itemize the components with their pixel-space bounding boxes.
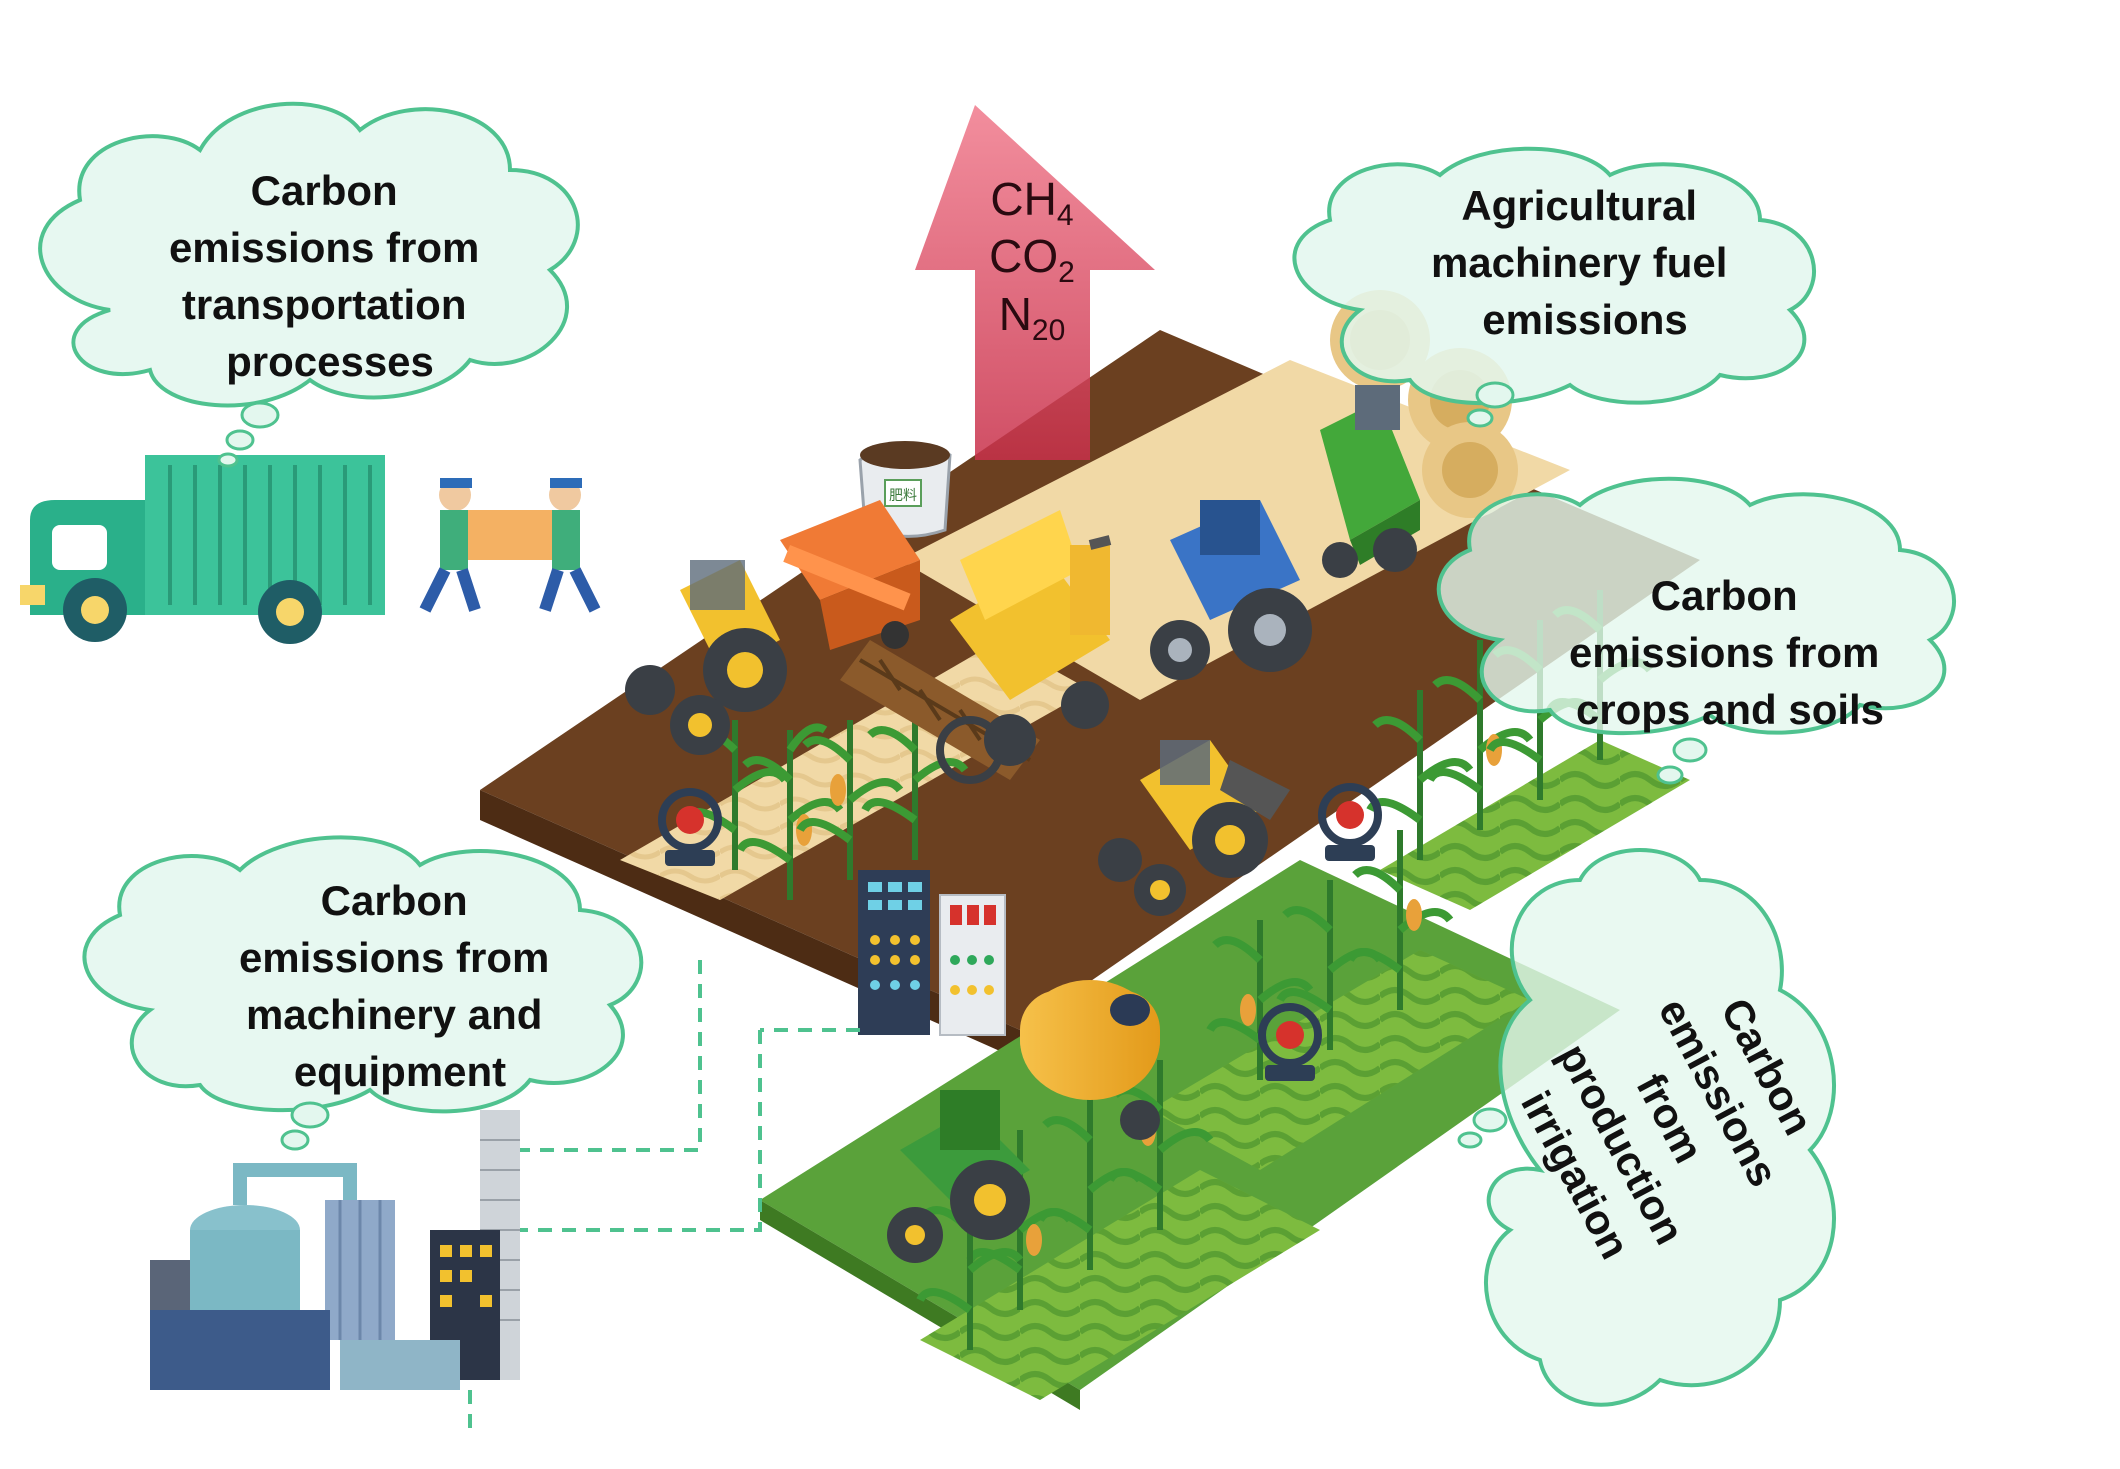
corn-plant xyxy=(796,720,904,880)
yellow-tractor xyxy=(625,560,787,755)
yellow-tractor-plow xyxy=(1098,740,1290,916)
green-tractor xyxy=(887,1090,1030,1263)
cloud-crops-soils: Carbon emissions from crops and soils xyxy=(1436,476,1956,785)
workers-carrying-box xyxy=(419,478,601,613)
gas-co2: CO2 xyxy=(989,230,1075,289)
water-tanker xyxy=(1020,980,1160,1140)
corn-plant xyxy=(1366,690,1474,860)
emissions-up-arrow: CH4 CO2 N20 xyxy=(915,105,1155,460)
combine-harvester xyxy=(840,510,1112,784)
corn-plant xyxy=(861,720,969,860)
corn-plant xyxy=(1346,830,1454,1010)
seeder-machine xyxy=(780,500,920,650)
sensor-beacon xyxy=(658,788,722,866)
green-baler xyxy=(1320,385,1420,578)
blue-tractor xyxy=(1150,500,1312,680)
cloud-transportation: Carbon emissions from transportation pro… xyxy=(38,101,580,468)
cloud-machinery-equipment-text: Carbon emissions from machinery and equi… xyxy=(239,877,561,1095)
cloud-machinery-equipment: Carbon emissions from machinery and equi… xyxy=(82,835,644,1151)
cloud-machinery-fuel-text: Agricultural machinery fuel emissions xyxy=(1431,182,1739,343)
sensor-beacon xyxy=(1318,783,1382,861)
corn-plant xyxy=(1206,920,1314,1080)
fertilizer-label: 肥料 xyxy=(889,488,917,504)
cloud-machinery-fuel: Agricultural machinery fuel emissions xyxy=(1292,146,1816,428)
control-cabinets xyxy=(858,870,1006,1036)
cloud-crops-soils-text: Carbon emissions from crops and soils xyxy=(1569,572,1891,733)
connector-lines xyxy=(468,960,860,1430)
sensor-beacon xyxy=(1258,1003,1322,1081)
cloud-irrigation: Carbon emissions from production irrigat… xyxy=(1457,848,1836,1407)
gas-n20: N20 xyxy=(999,288,1066,347)
cloud-transportation-text: Carbon emissions from transportation pro… xyxy=(169,167,491,385)
gas-ch4: CH4 xyxy=(990,173,1073,232)
delivery-truck xyxy=(20,455,385,644)
factory xyxy=(150,1110,520,1390)
